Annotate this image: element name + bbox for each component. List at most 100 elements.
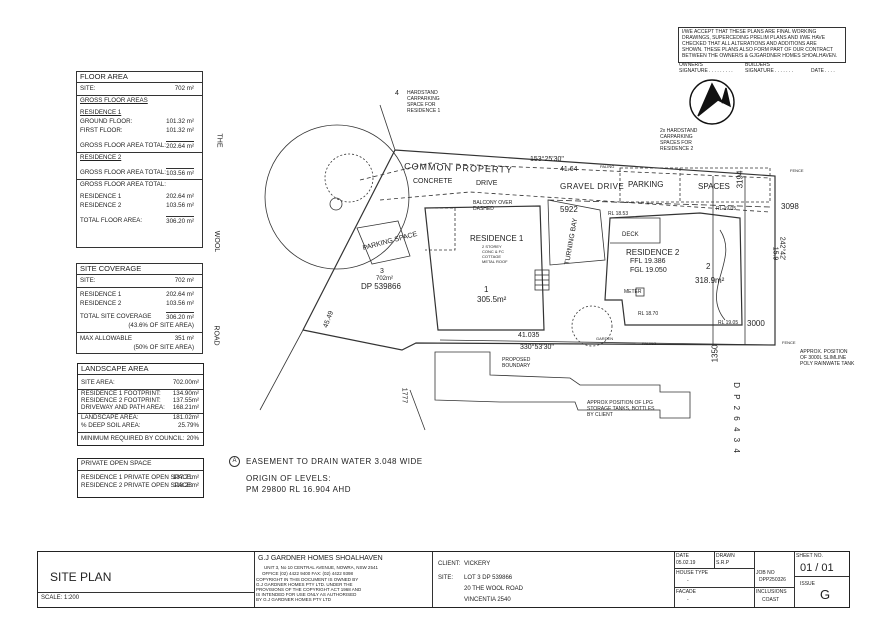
deck-outline <box>610 217 661 244</box>
job-no-value: DPP250326 <box>759 577 786 583</box>
concrete-label: CONCRETE <box>413 178 453 185</box>
rl-1905a-label: RL 19.05 <box>716 206 737 212</box>
num-1777: 1777 <box>400 387 408 404</box>
lot-2-label: 2 <box>706 262 711 271</box>
site-coverage-title: SITE COVERAGE <box>77 264 202 275</box>
date-value: 05.02.19 <box>676 560 696 566</box>
easement-marker: A <box>229 456 240 467</box>
ls-row: RESIDENCE 2 FOOTPRINT:137.55m² <box>81 397 199 404</box>
lot-1-label: 1 <box>484 285 489 294</box>
site-value: 702 m² <box>174 85 194 92</box>
lot-3-label: 3 <box>380 268 384 275</box>
rl-1853-label: RL 18.53 <box>608 211 629 217</box>
total-floor-row: TOTAL FLOOR AREA:306.20 m² <box>80 216 194 225</box>
gravel-drive-label: GRAVEL DRIVE <box>560 182 625 191</box>
copyright-line: PROVISIONS OF THE COPYRIGHT ACT 1968 AND <box>256 587 362 592</box>
hardstand-2-label: 2x HARDSTAND CARPARKING SPACES FOR RESID… <box>660 128 698 152</box>
dim-4164: 41.64 <box>560 166 578 173</box>
pos-r1-row: RESIDENCE 1 PRIVATE OPEN SPACE:137.71m² <box>81 474 199 481</box>
issue-value: G <box>820 587 831 602</box>
signature-line: . . . . . . . <box>775 68 794 74</box>
sheet-title: SITE PLAN <box>50 570 112 584</box>
site-boundary <box>302 149 776 351</box>
date-label: DATE <box>676 553 689 559</box>
rainwater-tank-curve <box>716 229 727 321</box>
owners-signature-label: SIGNATURE <box>679 68 708 74</box>
house-type-value: - <box>687 578 689 584</box>
res1-heading: RESIDENCE 1 <box>80 109 122 116</box>
client-label: CLIENT: <box>438 561 461 567</box>
sc-max-pct: (50% OF SITE AREA) <box>133 344 194 351</box>
company-contact: OFFICE (02) 4422 9400 FAX: (02) 4422 939… <box>262 571 354 576</box>
acceptance-line: CHECKED THAT ALL ALTERATIONS AND ADDITIO… <box>682 41 817 47</box>
residence-1-sub: 2 STOREY CONC & FC COTTAGE METAL ROOF <box>482 244 508 264</box>
company-name: G.J GARDNER HOMES SHOALHAVEN <box>258 555 383 562</box>
job-no-label: JOB NO <box>756 570 775 576</box>
num-4: 4 <box>395 90 399 97</box>
road-label-the: THE <box>215 133 223 148</box>
acceptance-line: DRAWINGS, SUPERCEDING PRELIM PLANS AND I… <box>682 35 826 41</box>
garden-label: GARDEN <box>596 336 614 341</box>
residence-1-outline <box>424 205 545 331</box>
copyright-line: BY G.J GARDNER HOMES PTY LTD <box>256 597 332 602</box>
floor-area-table: FLOOR AREA SITE:702 m² GROSS FLOOR AREAS… <box>76 71 203 248</box>
easement-note: EASEMENT TO DRAIN WATER 3.048 WIDE <box>246 457 423 466</box>
drive-line <box>359 162 771 181</box>
turning-bay <box>547 199 606 266</box>
spaces-label: SPACES <box>698 182 730 191</box>
gross-total-2-row: GROSS FLOOR AREA TOTAL:103.56 m² <box>80 168 194 177</box>
residence-1-label: RESIDENCE 1 <box>470 234 524 243</box>
facade-value: - <box>687 597 689 603</box>
fgl-label: FGL 19.050 <box>630 267 667 274</box>
garden-circle <box>571 305 613 347</box>
dim-41035: 41.035 <box>518 332 540 339</box>
hardstand-1-label: HARDSTAND CARPARKING SPACE FOR RESIDENCE… <box>407 90 441 114</box>
pos-r2-row: RESIDENCE 2 PRIVATE OPEN SPACE:118.28m² <box>81 482 199 489</box>
gross-heading: GROSS FLOOR AREAS <box>80 97 148 104</box>
origin-note-1: ORIGIN OF LEVELS: <box>246 474 331 483</box>
origin-note-2: PM 29800 RL 16.904 AHD <box>246 485 351 494</box>
meter-label: METER <box>624 289 642 295</box>
company-address: UNIT 3, No 10 CENTRAL AVENUE, NOWRA, NSW… <box>264 565 378 570</box>
acceptance-line: BETWEEN THE OWNER/S & GJGARDNER HOMES SH… <box>682 53 838 59</box>
fence-label: FENCE <box>790 168 804 173</box>
road-label-road: ROAD <box>212 325 220 346</box>
paling-label: PALING <box>600 164 615 169</box>
floor-area-site-row: SITE:702 m² <box>77 84 202 93</box>
issue-label: ISSUE <box>800 581 816 587</box>
builders-signature-label: SIGNATURE <box>745 68 774 74</box>
ls-row: RESIDENCE 1 FOOTPRINT:134.90m² <box>81 390 199 397</box>
acceptance-line: SHOWN. THESE PLANS ALSO FORM PART OF OUR… <box>682 47 834 53</box>
copyright-line: COPYRIGHT IN THIS DOCUMENT IS OWNED BY <box>256 577 359 582</box>
parking-label: PARKING <box>628 180 664 189</box>
dp-26434-label: D P 2 6 4 3 4 <box>731 382 741 455</box>
drive-line-right <box>547 199 771 208</box>
scale-label: SCALE: 1:200 <box>41 595 80 601</box>
dim-159: 15.9 <box>771 246 779 261</box>
private-open-space-table: PRIVATE OPEN SPACE RESIDENCE 1 PRIVATE O… <box>77 458 204 498</box>
deck-label: DECK <box>622 232 639 238</box>
site-label: SITE: <box>438 575 454 581</box>
fence-label: FENCE <box>782 340 796 345</box>
dim-242: 242°42' <box>778 236 786 261</box>
gross-total-1-row: GROSS FLOOR AREA TOTAL:202.64 m² <box>80 141 194 150</box>
ls-row: SITE AREA:702.00m² <box>81 379 199 386</box>
title-block <box>37 551 850 608</box>
sheet-no-value: 01 / 01 <box>800 562 834 574</box>
dim-3098: 3098 <box>781 202 799 211</box>
tank-note: APPROX. POSITION OF 3000L SLIMLINE POLY … <box>800 349 855 367</box>
paling-label: PALING <box>642 341 657 346</box>
builders-label: BUILDERS <box>745 62 771 68</box>
drawn-label: DRAWN <box>716 553 735 559</box>
ls-row: MINIMUM REQUIRED BY COUNCIL:20% <box>81 435 199 442</box>
landscape-title: LANDSCAPE AREA <box>78 364 203 375</box>
residence-2-label: RESIDENCE 2 <box>626 248 680 257</box>
parking-spaces-2 <box>619 167 771 203</box>
acceptance-box: I/WE ACCEPT THAT THESE PLANS ARE FINAL W… <box>678 27 846 63</box>
drive-line-lower <box>379 191 771 213</box>
